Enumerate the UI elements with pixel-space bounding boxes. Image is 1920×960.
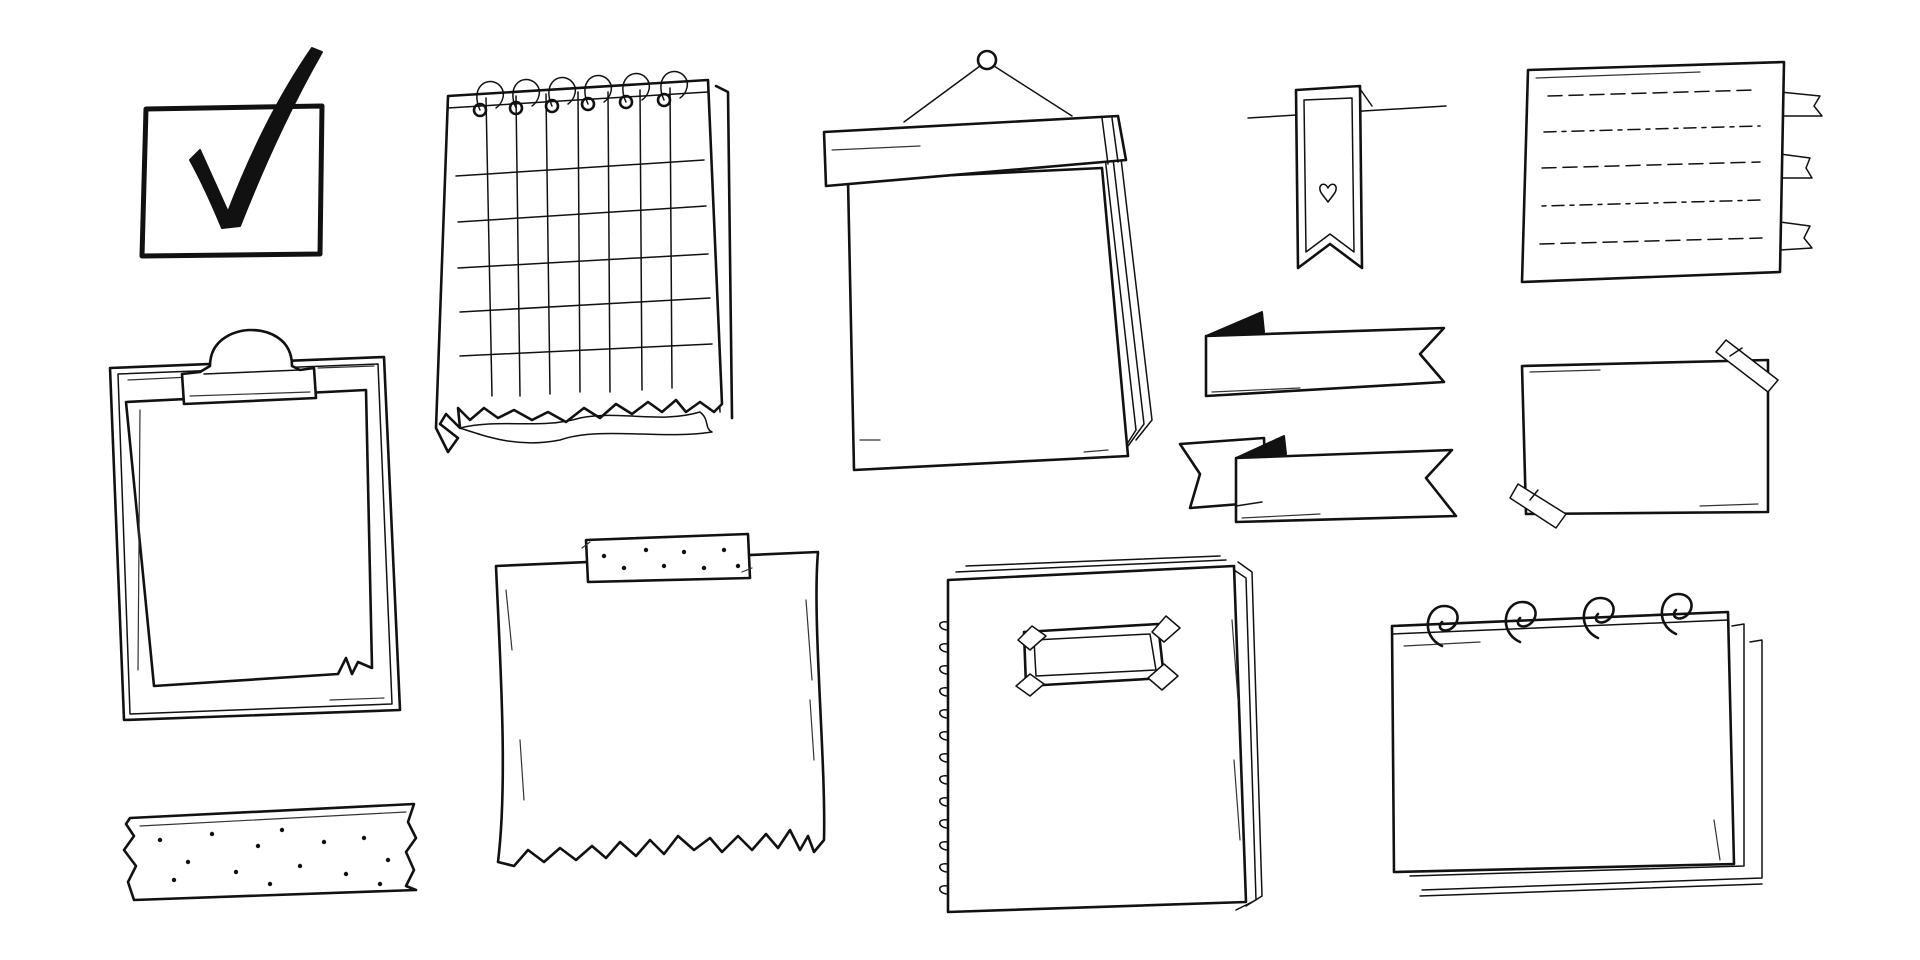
heart-bookmark-icon: [1247, 84, 1447, 270]
spiral-notebook-icon: [939, 555, 1263, 914]
ribbon-banner-icon: [1178, 435, 1458, 524]
taped-torn-paper-icon: [494, 532, 826, 868]
checkbox-checked-icon: [139, 47, 325, 259]
taped-card-icon: [1509, 339, 1779, 529]
ribbon-banner-icon: [1204, 311, 1446, 398]
dotted-washi-tape-icon: [122, 802, 418, 902]
lined-note-with-tabs-icon: [1520, 60, 1823, 284]
hanging-calendar-pad-icon: [822, 49, 1153, 472]
ring-bound-notepad-icon: [1390, 592, 1763, 897]
clipboard-icon: [108, 328, 402, 722]
spiral-grid-calendar-icon: [434, 70, 734, 454]
